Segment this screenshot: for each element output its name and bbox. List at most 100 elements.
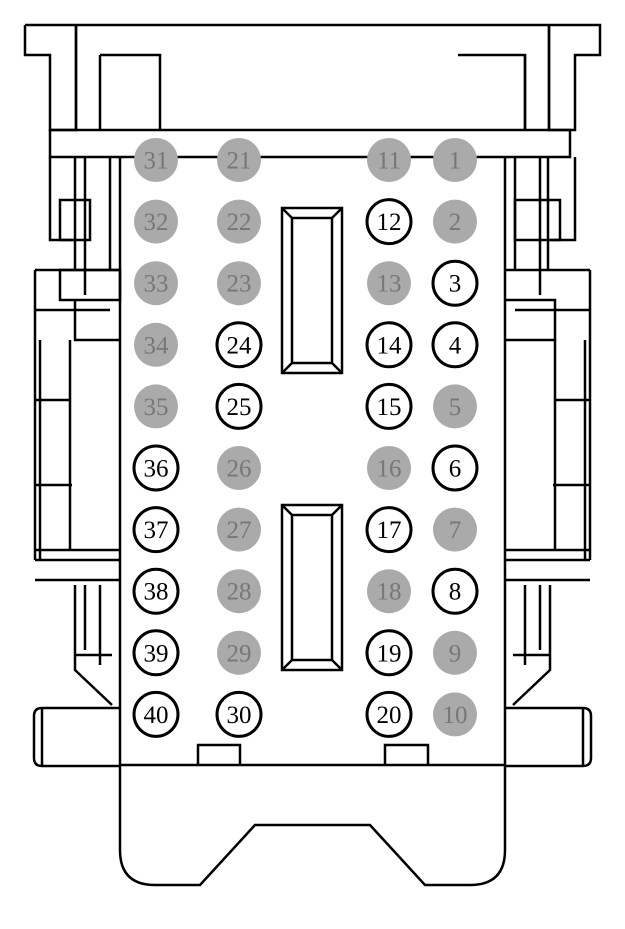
- pin-number-label: 37: [144, 517, 169, 544]
- pin-3: 3: [431, 259, 479, 307]
- pin-number-label: 19: [377, 640, 402, 667]
- pin-number-label: 16: [377, 456, 402, 483]
- pin-populated-marker: [367, 446, 411, 490]
- pin-number-label: 6: [449, 456, 462, 483]
- pin-number-label: 7: [449, 517, 462, 544]
- pin-empty-marker: [431, 321, 479, 369]
- pin-empty-marker: [215, 382, 263, 430]
- pin-16: 16: [367, 446, 411, 490]
- pin-number-label: 17: [377, 517, 402, 544]
- pin-number-label: 20: [377, 702, 402, 729]
- pin-number-label: 35: [144, 394, 169, 421]
- pin-number-label: 22: [227, 209, 252, 236]
- pin-20: 20: [365, 690, 413, 738]
- pin-number-label: 30: [227, 702, 252, 729]
- pin-24: 24: [215, 321, 263, 369]
- pin-27: 27: [217, 507, 261, 552]
- pin-number-label: 18: [377, 579, 402, 606]
- pin-22: 22: [217, 199, 261, 244]
- pin-number-label: 39: [144, 640, 169, 667]
- pin-populated-marker: [433, 199, 477, 244]
- pin-populated-marker: [217, 261, 261, 306]
- pin-31: 31: [134, 138, 178, 182]
- pin-number-label: 34: [144, 332, 170, 359]
- pin-number-label: 12: [377, 209, 402, 236]
- pin-number-label: 15: [377, 394, 402, 421]
- pin-32: 32: [134, 199, 178, 244]
- pin-number-label: 11: [377, 148, 401, 175]
- pin-populated-marker: [217, 446, 261, 490]
- pin-1: 1: [433, 138, 477, 182]
- pin-13: 13: [367, 261, 411, 306]
- pin-5: 5: [433, 384, 477, 429]
- pin-empty-marker: [132, 444, 180, 492]
- pin-number-label: 32: [144, 209, 169, 236]
- pin-number-label: 40: [144, 702, 169, 729]
- pin-35: 35: [134, 384, 178, 429]
- pin-number-label: 25: [227, 394, 252, 421]
- pin-populated-marker: [217, 138, 261, 182]
- pin-19: 19: [365, 629, 413, 677]
- pin-number-label: 21: [227, 148, 252, 175]
- pin-17: 17: [365, 506, 413, 554]
- pin-populated-marker: [367, 569, 411, 614]
- pin-empty-marker: [365, 321, 413, 369]
- pin-12: 12: [365, 198, 413, 246]
- pin-empty-marker: [132, 690, 180, 738]
- pin-number-label: 9: [449, 640, 462, 667]
- pin-15: 15: [365, 382, 413, 430]
- pin-18: 18: [367, 569, 411, 614]
- pin-number-label: 29: [227, 640, 252, 667]
- pin-number-label: 1: [449, 148, 462, 175]
- pin-number-label: 10: [443, 702, 468, 729]
- pin-populated-marker: [433, 138, 477, 182]
- pin-empty-marker: [215, 690, 263, 738]
- pin-number-label: 23: [227, 271, 252, 298]
- pin-23: 23: [217, 261, 261, 306]
- pin-empty-marker: [132, 506, 180, 554]
- pin-11: 11: [367, 138, 411, 182]
- pin-7: 7: [433, 507, 477, 552]
- pin-2: 2: [433, 199, 477, 244]
- pin-populated-marker: [134, 138, 178, 182]
- pin-populated-marker: [217, 507, 261, 552]
- pin-number-label: 4: [449, 332, 462, 359]
- pin-populated-marker: [367, 261, 411, 306]
- pin-21: 21: [217, 138, 261, 182]
- pin-30: 30: [215, 690, 263, 738]
- pin-8: 8: [431, 567, 479, 615]
- pin-empty-marker: [431, 259, 479, 307]
- pin-populated-marker: [134, 199, 178, 244]
- pin-empty-marker: [215, 321, 263, 369]
- pin-populated-marker: [217, 630, 261, 675]
- pin-populated-marker: [433, 630, 477, 675]
- pin-number-label: 13: [377, 271, 402, 298]
- pin-number-label: 14: [377, 332, 403, 359]
- pin-populated-marker: [134, 384, 178, 429]
- pin-25: 25: [215, 382, 263, 430]
- pin-empty-marker: [365, 382, 413, 430]
- pin-cavities: 1234567891011121314151617181920212223242…: [132, 138, 479, 738]
- pin-26: 26: [217, 446, 261, 490]
- pin-number-label: 8: [449, 579, 462, 606]
- pin-29: 29: [217, 630, 261, 675]
- pin-33: 33: [134, 261, 178, 306]
- pin-37: 37: [132, 506, 180, 554]
- pin-number-label: 38: [144, 579, 169, 606]
- pin-populated-marker: [217, 199, 261, 244]
- pin-empty-marker: [431, 444, 479, 492]
- pin-number-label: 31: [144, 148, 169, 175]
- pin-number-label: 33: [144, 271, 169, 298]
- pin-number-label: 27: [227, 517, 252, 544]
- pin-number-label: 28: [227, 579, 252, 606]
- pin-number-label: 3: [449, 271, 462, 298]
- pin-populated-marker: [433, 507, 477, 552]
- pin-empty-marker: [365, 198, 413, 246]
- pin-39: 39: [132, 629, 180, 677]
- pin-number-label: 24: [227, 332, 253, 359]
- pin-40: 40: [132, 690, 180, 738]
- pin-populated-marker: [134, 261, 178, 306]
- pin-4: 4: [431, 321, 479, 369]
- pin-empty-marker: [132, 567, 180, 615]
- pin-populated-marker: [433, 384, 477, 429]
